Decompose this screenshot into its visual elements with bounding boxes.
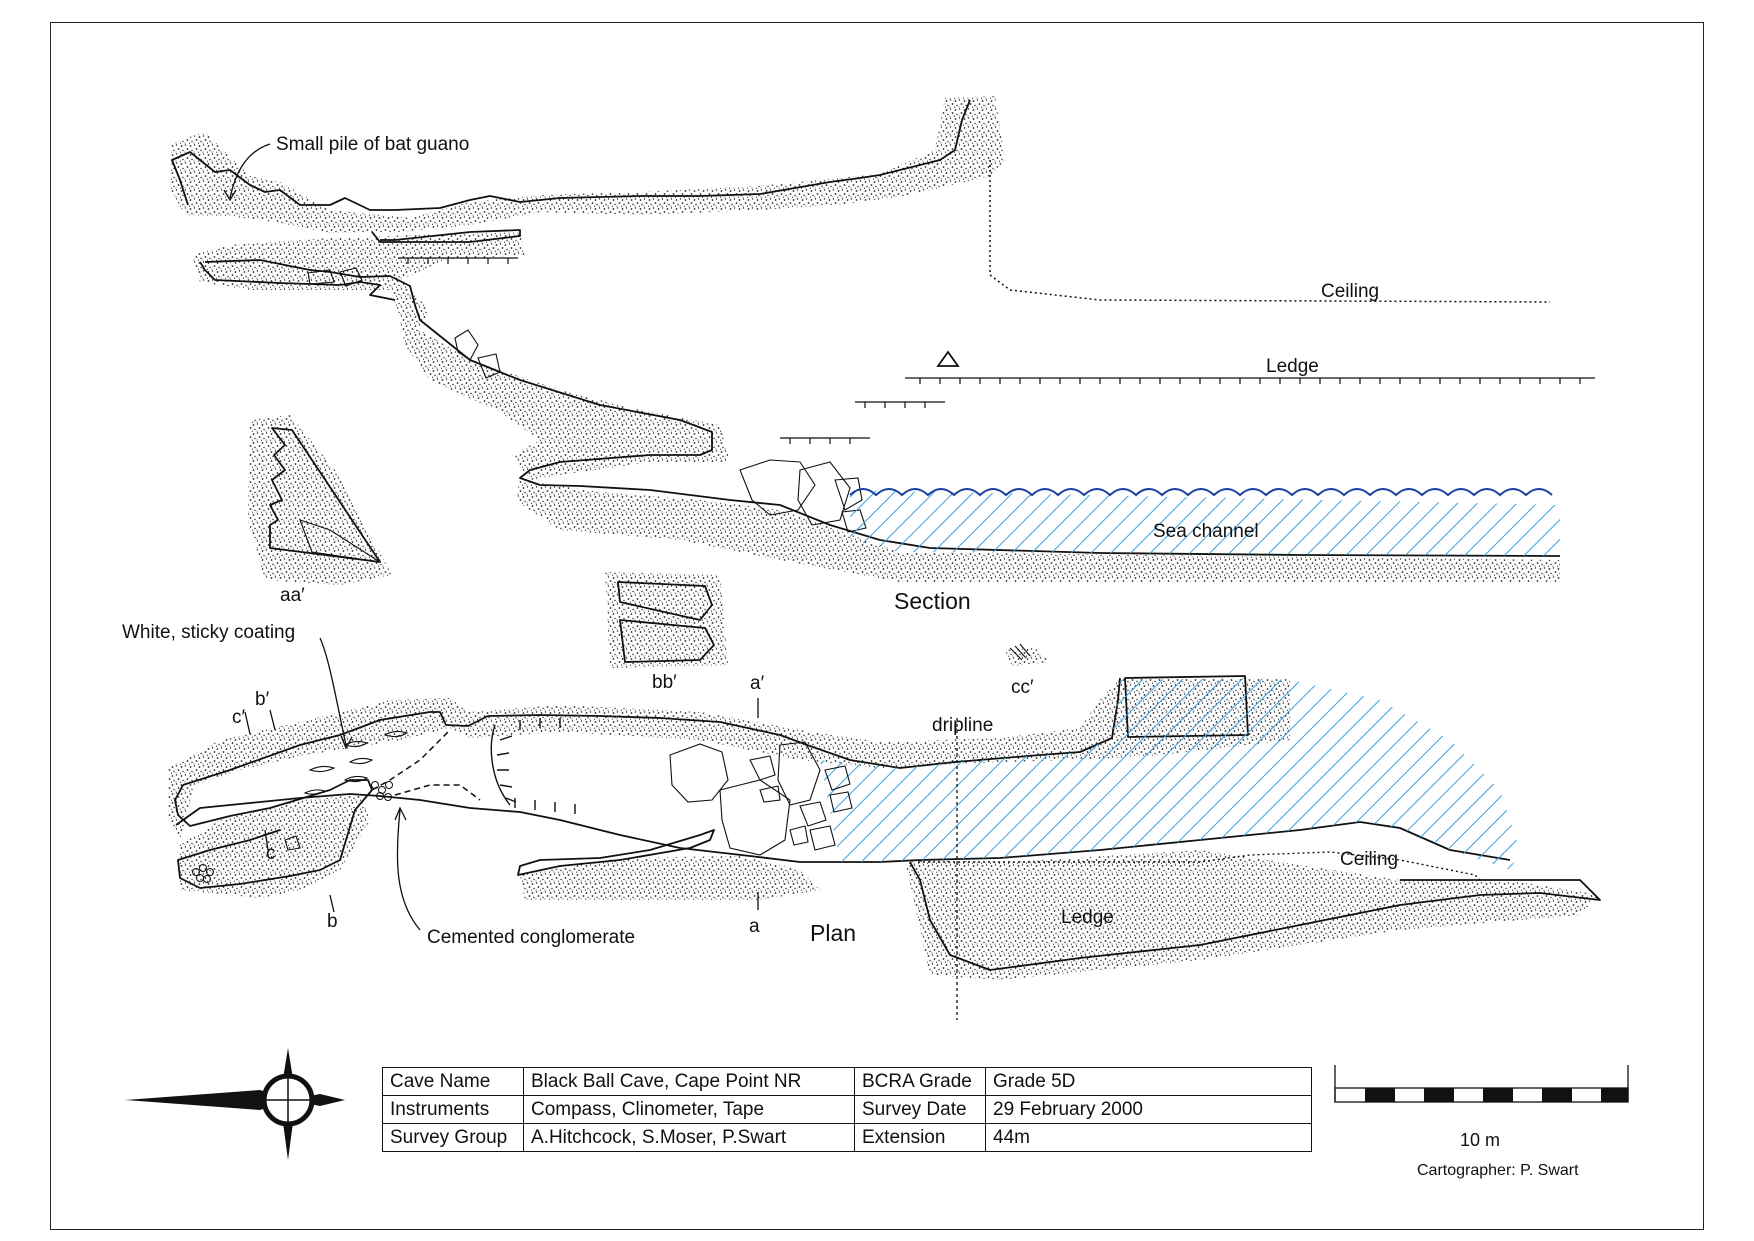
plan-cemented-nodules	[192, 781, 393, 883]
plan-south-gravel-2	[520, 856, 820, 900]
plan-title: Plan	[810, 920, 856, 946]
c-prime-label: c′	[232, 707, 246, 728]
table-row: Survey Group A.Hitchcock, S.Moser, P.Swa…	[382, 1123, 1312, 1152]
table-row: Instruments Compass, Clinometer, Tape Su…	[382, 1095, 1312, 1124]
plan-passage-wall	[182, 677, 1121, 786]
plan-sea-water	[820, 678, 1520, 870]
cemented-label: Cemented conglomerate	[427, 927, 635, 948]
plan-south-spur	[174, 779, 373, 889]
plan-ledge-outline	[909, 861, 1601, 971]
cross-section-aa: aa′	[248, 415, 392, 606]
b-label: b	[327, 911, 338, 932]
plan-coating-pods	[303, 730, 409, 795]
plan-south-gravel	[180, 795, 370, 898]
section-ledge-ticks	[398, 257, 1595, 444]
plan-c-boulder	[284, 835, 301, 851]
white-coating-label: White, sticky coating	[122, 622, 295, 643]
instruments-value: Compass, Clinometer, Tape	[523, 1095, 855, 1124]
survey-info-table: Cave Name Black Ball Cave, Cape Point NR…	[382, 1067, 1312, 1152]
survey-group-value: A.Hitchcock, S.Moser, P.Swart	[523, 1123, 855, 1152]
section-mid-wall	[204, 259, 1561, 557]
sea-channel-water	[850, 490, 1560, 556]
b-prime-label: b′	[255, 689, 270, 710]
plan-dashed-route	[371, 729, 481, 801]
plan-ceiling-line	[918, 851, 1481, 881]
cave-name-value: Black Ball Cave, Cape Point NR	[523, 1067, 855, 1096]
coating-arrow	[319, 637, 353, 750]
dripline-label: dripline	[932, 715, 993, 736]
section-title: Section	[894, 588, 971, 614]
a-prime-label: a′	[750, 673, 765, 694]
cc-label: cc′	[1011, 677, 1034, 698]
extension-value: 44m	[985, 1123, 1312, 1152]
instruments-key: Instruments	[382, 1095, 524, 1124]
grade-key: BCRA Grade	[854, 1067, 986, 1096]
plan-drop-marks	[490, 718, 576, 814]
section-upper-gravel	[170, 96, 1005, 233]
survey-date-key: Survey Date	[854, 1095, 986, 1124]
section-lower-passage	[371, 229, 521, 243]
section-ceiling-label: Ceiling	[1321, 281, 1379, 302]
table-row: Cave Name Black Ball Cave, Cape Point NR…	[382, 1067, 1312, 1096]
survey-group-key: Survey Group	[382, 1123, 524, 1152]
cross-section-cc: cc′	[1005, 643, 1050, 698]
cross-section-bb: bb′	[605, 572, 728, 693]
plan-lower-passage	[517, 829, 715, 876]
section-ceiling-line	[989, 160, 1551, 303]
plan-ledge-label: Ledge	[1061, 907, 1114, 928]
plan-section-markers	[244, 698, 759, 913]
bat-guano-label: Small pile of bat guano	[276, 134, 469, 155]
map-frame	[50, 22, 1704, 1230]
scale-label: 10 m	[1460, 1130, 1501, 1150]
plan-view: White, sticky coating Cemented conglomer…	[122, 622, 1601, 1020]
section-ledge-wall	[199, 261, 396, 301]
survey-station-triangle	[936, 350, 960, 367]
a-label: a	[749, 916, 760, 937]
section-floor-gravel	[515, 480, 1560, 582]
section-view: Small pile of bat guano Ceiling Ledge Se…	[170, 96, 1595, 614]
sea-surface-waves	[849, 488, 1553, 497]
cave-name-key: Cave Name	[382, 1067, 524, 1096]
plan-ledge-gravel	[905, 850, 1600, 980]
aa-label: aa′	[280, 585, 305, 606]
scale-bar	[1334, 1065, 1629, 1103]
section-mid-gravel	[192, 232, 730, 480]
bb-label: bb′	[652, 672, 677, 693]
compass-rose-icon	[125, 1048, 345, 1160]
survey-date-value: 29 February 2000	[985, 1095, 1312, 1124]
bat-guano-arrow	[223, 143, 271, 202]
section-ledge-label: Ledge	[1266, 356, 1319, 377]
cemented-arrow	[394, 806, 421, 931]
section-upper-wall	[171, 99, 971, 211]
c-label: c	[266, 843, 276, 864]
extension-key: Extension	[854, 1123, 986, 1152]
sea-channel-label: Sea channel	[1153, 521, 1259, 542]
cartographer-credit: Cartographer: P. Swart	[1417, 1162, 1579, 1179]
plan-boulders	[669, 741, 853, 856]
plan-ceiling-label: Ceiling	[1340, 849, 1398, 870]
plan-north-gravel	[168, 678, 1290, 840]
grade-value: Grade 5D	[985, 1067, 1312, 1096]
